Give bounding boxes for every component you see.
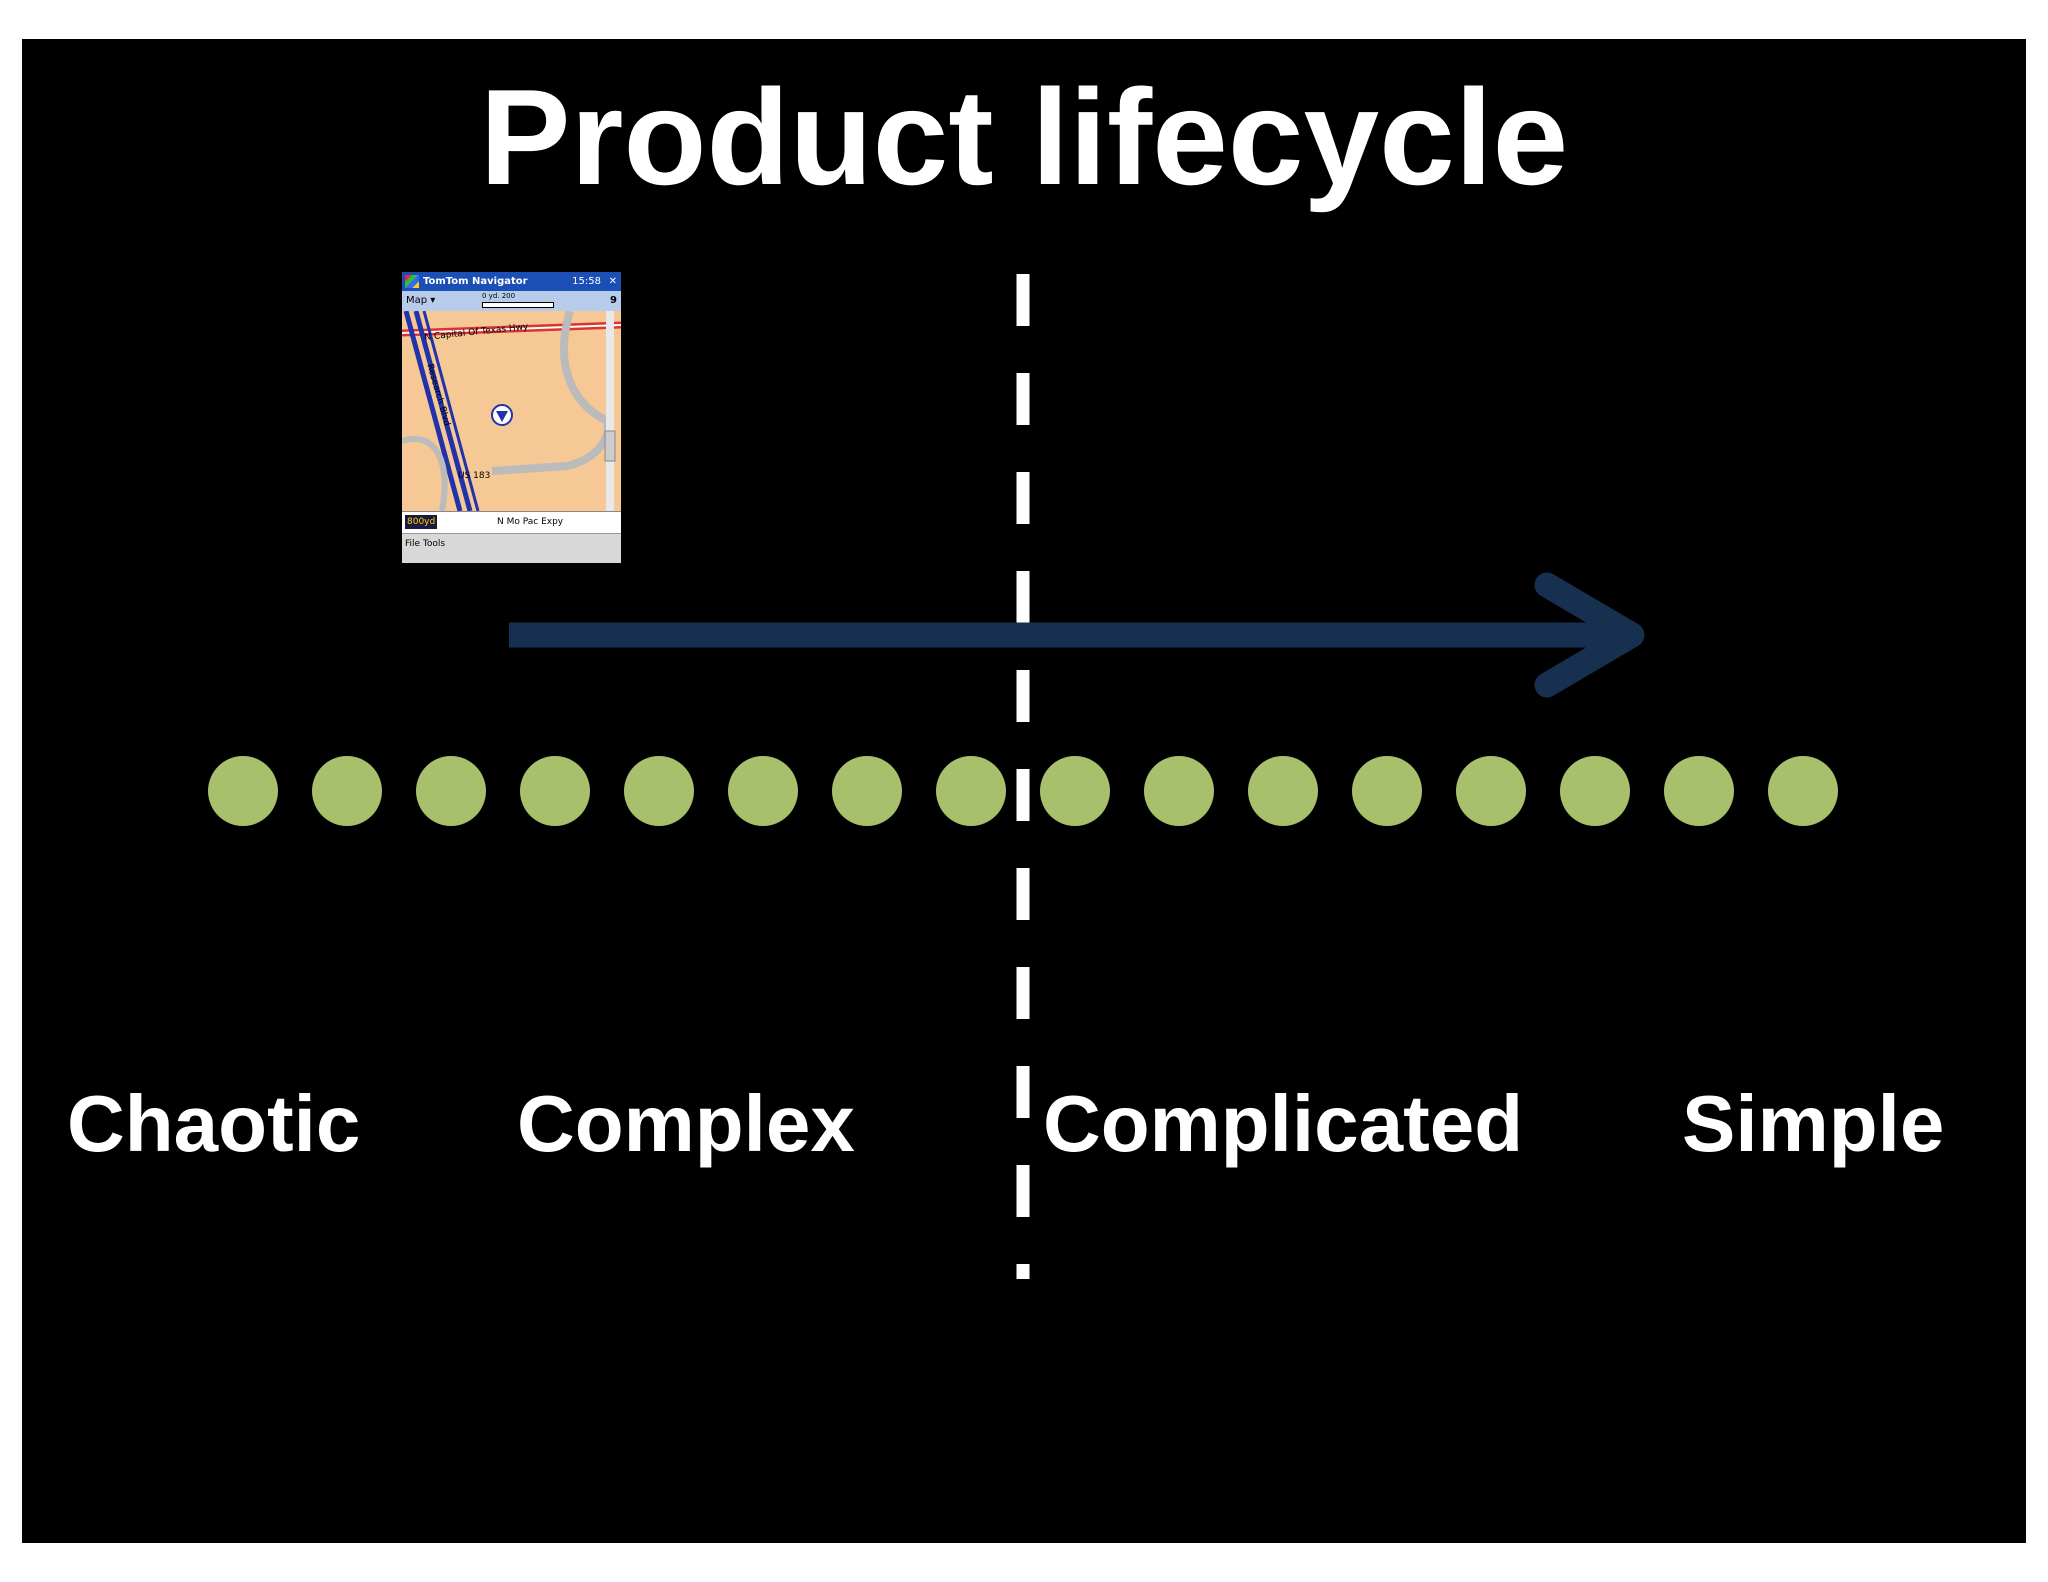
stage-label-simple: Simple xyxy=(1682,1079,1945,1168)
stage-dot xyxy=(312,756,382,826)
stage-label-complicated: Complicated xyxy=(1043,1079,1524,1168)
windows-start-icon xyxy=(405,275,419,288)
pda-route-status: 800yd N Mo Pac Expy xyxy=(402,511,621,533)
pda-map-view: N Capital Of Texas Hwy Research Blvd US … xyxy=(402,309,621,512)
slide-title: Product lifecycle xyxy=(479,61,1569,213)
stage-label-chaotic: Chaotic xyxy=(67,1079,361,1168)
pda-app-title: TomTom Navigator xyxy=(423,276,528,287)
pda-map-button: Map ▾ xyxy=(406,295,436,306)
close-icon: ✕ xyxy=(608,276,617,287)
pda-scale-bar: 0 yd. 200 xyxy=(482,292,562,308)
stage-dot xyxy=(936,756,1006,826)
pda-distance: 800yd xyxy=(405,515,438,529)
stage-label-complex: Complex xyxy=(517,1079,855,1168)
stage-dot xyxy=(1768,756,1838,826)
map-drawing xyxy=(402,309,621,512)
stage-dot xyxy=(1560,756,1630,826)
pda-title-bar: TomTom Navigator 15:58 ✕ xyxy=(402,272,621,291)
stage-dot xyxy=(1352,756,1422,826)
stage-dot xyxy=(1664,756,1734,826)
stage-dot xyxy=(208,756,278,826)
slide: Product lifecycle TomTom Navigator 15:58… xyxy=(22,39,2026,1543)
stage-dot xyxy=(1144,756,1214,826)
stage-dot xyxy=(520,756,590,826)
stage-dot xyxy=(624,756,694,826)
map-label-road-3: US 183 xyxy=(458,471,491,481)
progress-arrow xyxy=(509,572,1645,698)
stage-dot xyxy=(1248,756,1318,826)
lifecycle-diagram xyxy=(208,274,1838,1279)
tomtom-navigator-screenshot: TomTom Navigator 15:58 ✕ Map ▾ 0 yd. 200… xyxy=(402,272,621,563)
stage-dot xyxy=(728,756,798,826)
pda-menu-bar: File Tools xyxy=(402,533,621,563)
stage-dot xyxy=(832,756,902,826)
scale-bar-icon xyxy=(482,302,554,308)
stage-dot xyxy=(416,756,486,826)
stage-dots xyxy=(208,756,1838,826)
pda-bottom-menu: File Tools xyxy=(405,539,446,549)
pda-map-toolbar: Map ▾ 0 yd. 200 9 xyxy=(402,291,621,311)
stage-dot xyxy=(1456,756,1526,826)
pda-street-name: N Mo Pac Expy xyxy=(497,517,564,527)
pda-gps-count: 9 xyxy=(610,295,617,306)
arrow-head xyxy=(1534,572,1645,698)
pda-scale-text: 0 yd. 200 xyxy=(482,292,516,300)
stage-dot xyxy=(1040,756,1110,826)
pda-clock: 15:58 xyxy=(572,276,601,287)
